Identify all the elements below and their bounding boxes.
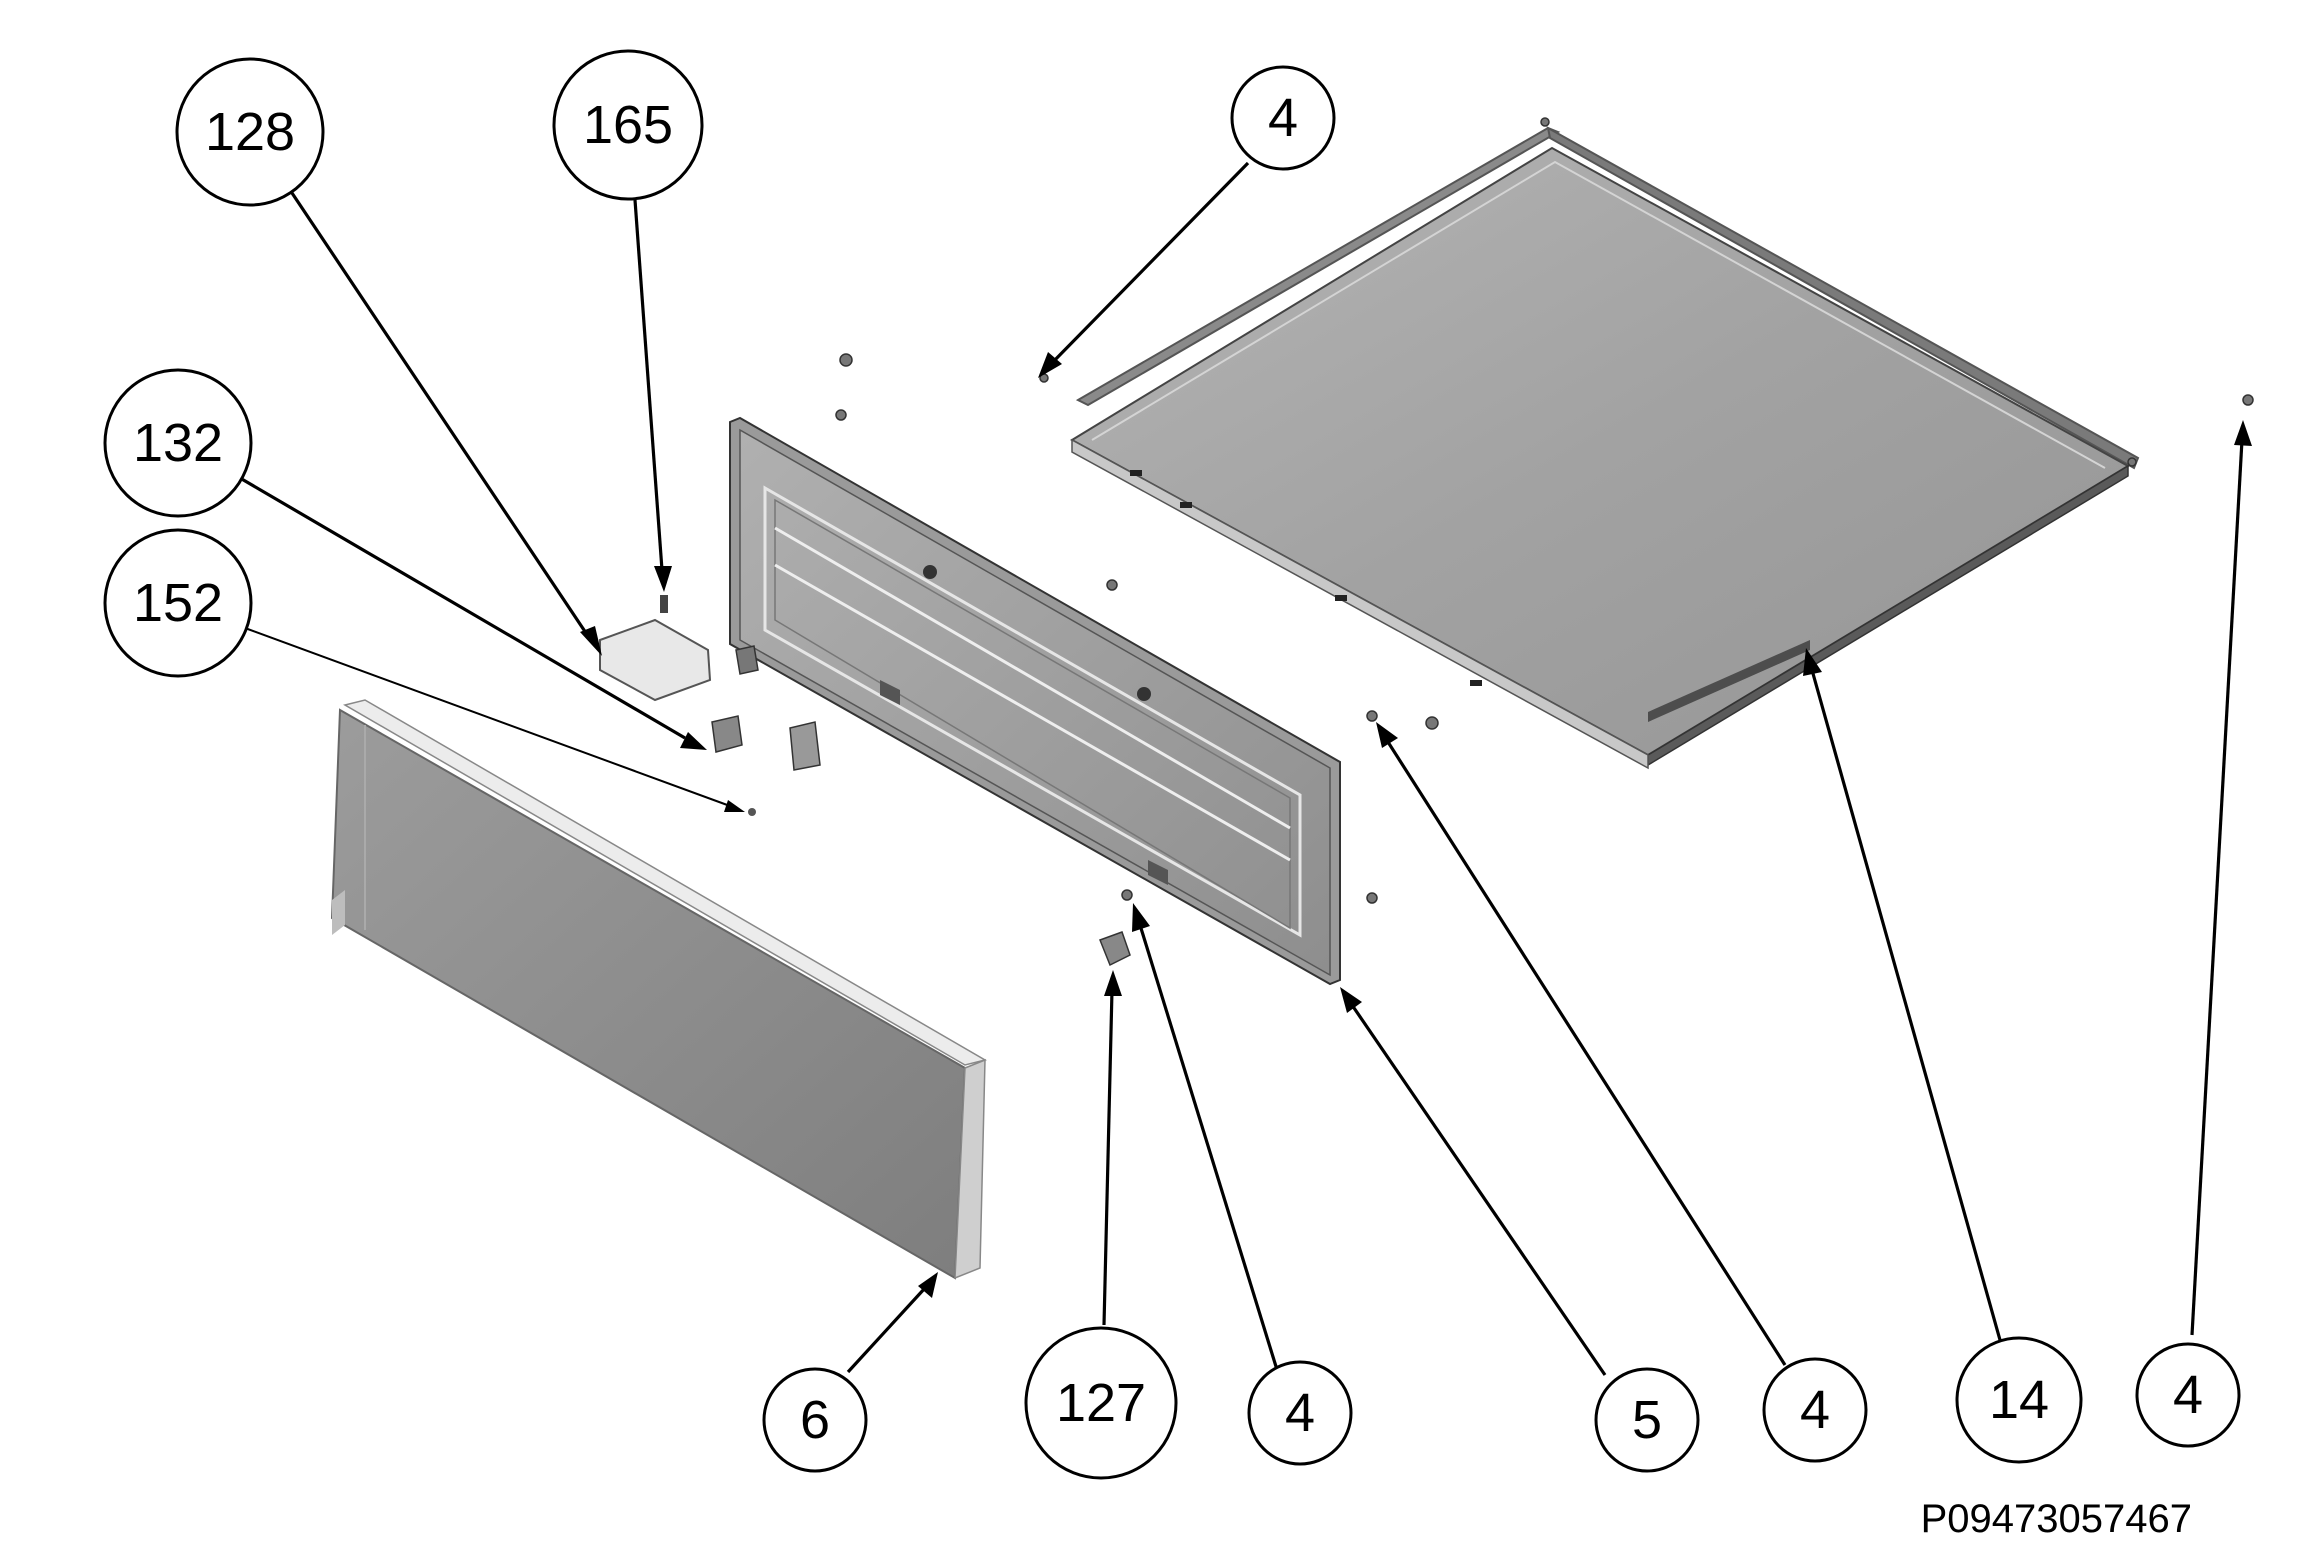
leader-lines <box>239 161 2252 1376</box>
front-cover-part-6 <box>330 699 987 1280</box>
callout-label-132: 132 <box>133 413 223 473</box>
callout-4-c: 4 <box>2135 1342 2241 1448</box>
callout-label-4-top: 4 <box>1268 88 1298 148</box>
back-panel-part-5 <box>729 416 1341 986</box>
callout-label-165: 165 <box>583 95 673 155</box>
callout-4-b: 4 <box>1762 1357 1868 1463</box>
callout-165: 165 <box>552 49 704 201</box>
callout-label-6: 6 <box>800 1390 830 1450</box>
callout-4-a: 4 <box>1247 1360 1353 1466</box>
callout-label-4-c: 4 <box>2173 1365 2203 1425</box>
callout-128: 128 <box>175 57 325 207</box>
callout-label-152: 152 <box>133 573 223 633</box>
callout-14: 14 <box>1955 1336 2083 1464</box>
callout-label-4-b: 4 <box>1800 1380 1830 1440</box>
tray-part-14 <box>1070 117 2140 770</box>
callout-127: 127 <box>1024 1326 1178 1480</box>
callout-label-4-a: 4 <box>1285 1383 1315 1443</box>
callout-6: 6 <box>762 1367 868 1473</box>
callout-label-128: 128 <box>205 102 295 162</box>
callout-label-5: 5 <box>1632 1390 1662 1450</box>
callout-label-127: 127 <box>1056 1373 1146 1433</box>
callout-152: 152 <box>103 528 253 678</box>
callout-5: 5 <box>1594 1367 1700 1473</box>
small-hardware-parts <box>599 353 2254 967</box>
callout-132: 132 <box>103 368 253 518</box>
callout-4-top: 4 <box>1230 65 1336 171</box>
callout-label-14: 14 <box>1989 1370 2049 1430</box>
drawing-number: P09473057467 <box>1920 1497 2192 1541</box>
